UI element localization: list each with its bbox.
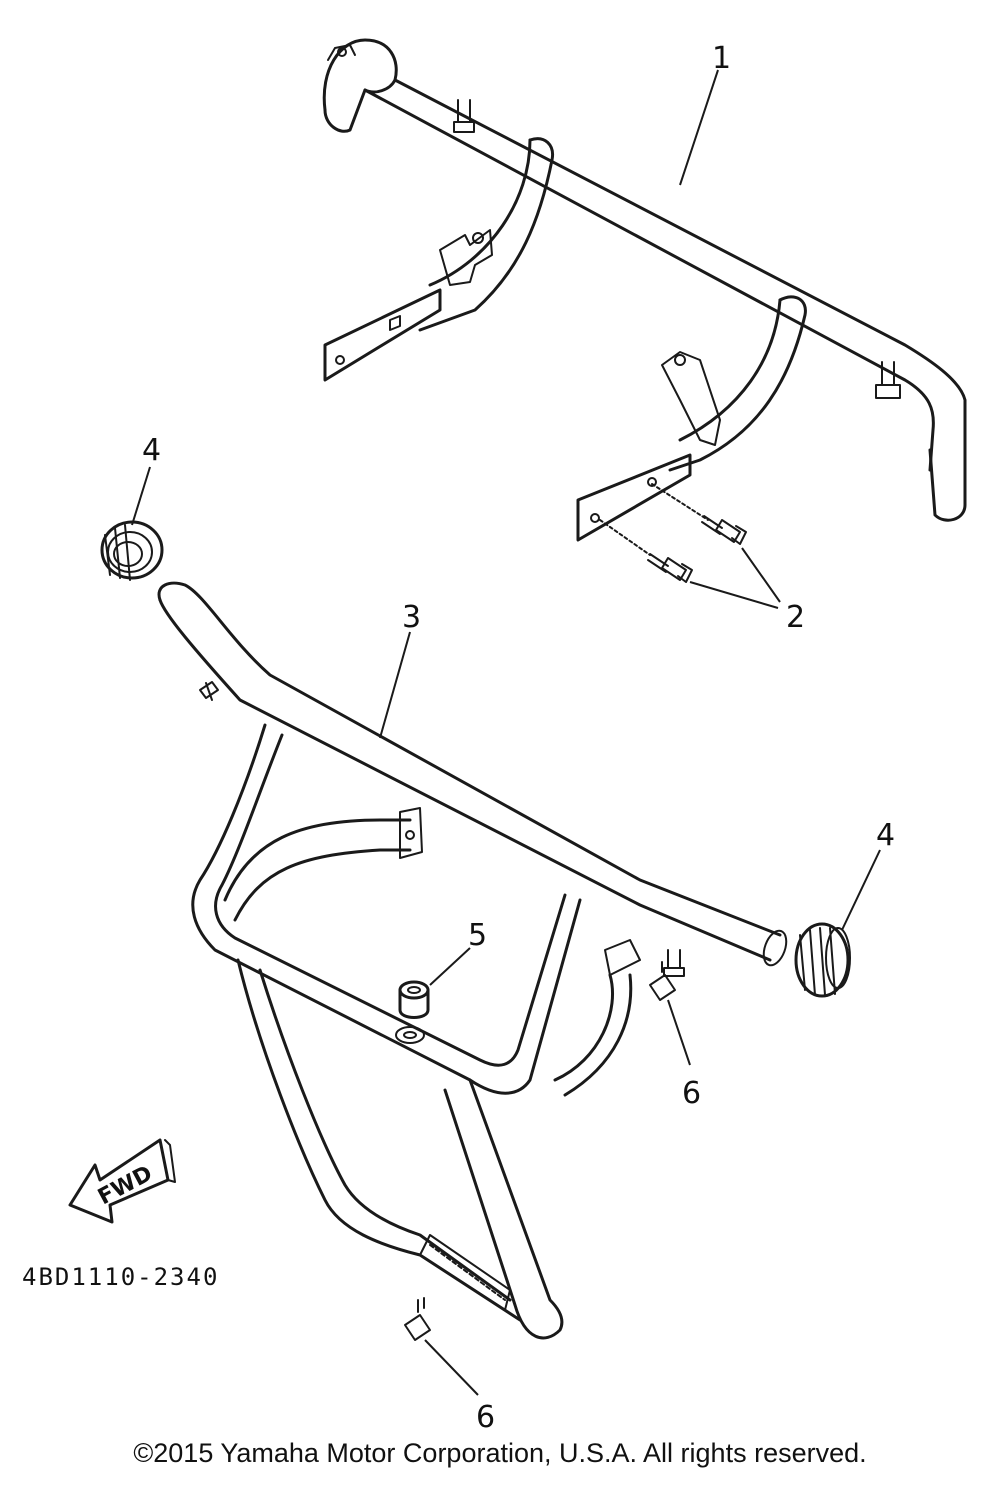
callout-6-right: 6 <box>682 1076 701 1111</box>
callout-3: 3 <box>402 600 421 635</box>
part-6-bolt-lower <box>404 1297 479 1396</box>
callout-6-lower: 6 <box>476 1400 495 1435</box>
part-2-bolts <box>599 483 781 609</box>
part-5-collar <box>398 947 471 1019</box>
copyright-notice: ©2015 Yamaha Motor Corporation, U.S.A. A… <box>133 1438 867 1468</box>
part-6-bolt-right <box>649 959 691 1066</box>
part-3-front-guard <box>157 581 788 1340</box>
fwd-label: FWD <box>94 1161 157 1210</box>
part-4-end-cap-lower <box>794 922 851 998</box>
part-1-rear-guard <box>322 38 967 542</box>
callout-2: 2 <box>786 600 805 635</box>
callout-4-lower: 4 <box>876 818 895 853</box>
diagram-code: 4BD1110-2340 <box>22 1263 219 1291</box>
callout-1: 1 <box>712 41 731 76</box>
fwd-arrow: FWD <box>68 1138 176 1224</box>
callout-4-upper: 4 <box>142 433 161 468</box>
part-4-end-cap-upper <box>100 520 164 581</box>
callout-5: 5 <box>468 918 487 953</box>
